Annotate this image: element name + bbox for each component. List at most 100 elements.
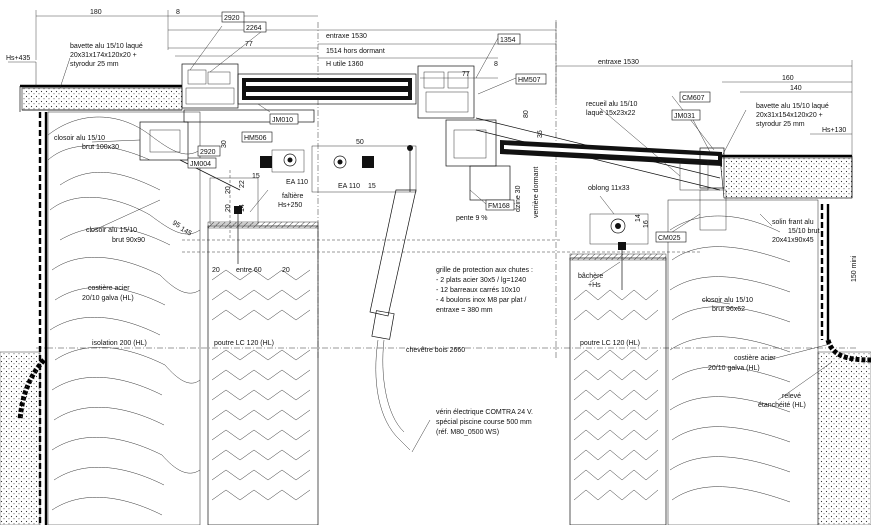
label-recueil: recueil alu 15/10 laqué 15x23x22: [586, 101, 637, 117]
tag-2920-top: 2920: [221, 11, 245, 23]
svg-text:JM031: JM031: [674, 113, 695, 120]
svg-text:recueil alu 15/10: recueil alu 15/10: [586, 101, 637, 108]
left-wall: [17, 111, 201, 525]
label-oblong: oblong 11x33: [588, 185, 630, 192]
label-costiere-left: costière acier 20/10 galva (HL): [82, 285, 134, 302]
left-beam: [207, 206, 319, 525]
top-dimension-lines: [8, 10, 853, 170]
svg-text:grille de protection aux chute: grille de protection aux chutes :: [436, 267, 533, 274]
svg-text:- 2 plats acier 30x5 / lg=1240: - 2 plats acier 30x5 / lg=1240: [436, 277, 526, 284]
svg-text:styrodur 25 mm: styrodur 25 mm: [70, 61, 119, 68]
label-poutre-left: poutre LC 120 (HL): [214, 340, 274, 347]
svg-text:entraxe = 380 mm: entraxe = 380 mm: [436, 307, 493, 314]
svg-text:styrodur 25 mm: styrodur 25 mm: [756, 121, 805, 128]
svg-text:bâchère: bâchère: [578, 273, 603, 280]
tag-1354: 1354: [497, 33, 521, 45]
svg-text:20x31x154x120x20 +: 20x31x154x120x20 +: [756, 112, 823, 119]
dim-30: 30: [221, 140, 228, 148]
label-verriere: verrière dormant: [533, 167, 540, 218]
label-releve: relevé étanchéité (HL): [758, 393, 806, 409]
svg-text:FM168: FM168: [488, 203, 510, 210]
dim-hors-dormant: 1514 hors dormant: [326, 48, 385, 55]
dim-77-mid: 77: [462, 71, 470, 78]
svg-text:+Hs: +Hs: [588, 282, 601, 289]
svg-text:étanchéité (HL): étanchéité (HL): [758, 402, 806, 409]
right-bavette: [719, 154, 853, 199]
dim-8-mid: 8: [494, 61, 498, 68]
tag-cm025: CM025: [655, 231, 687, 243]
dim-20c: 20: [212, 267, 220, 274]
label-bavette-right: bavette alu 15/10 laqué 20x31x154x120x20…: [756, 103, 829, 128]
dim-145: 145: [179, 226, 193, 238]
tag-hm506: HM506: [241, 131, 273, 143]
dim-hs130: Hs+130: [822, 127, 846, 134]
left-bavette: [19, 62, 183, 112]
left-glazing-panel: [237, 73, 417, 105]
svg-text:solin frant alu: solin frant alu: [772, 219, 814, 226]
label-dzine: dzine 30: [515, 185, 522, 212]
tag-hm507: HM507: [515, 73, 547, 85]
dim-35: 35: [537, 130, 544, 138]
svg-text:costière acier: costière acier: [734, 355, 776, 362]
label-verin: vérin électrique COMTRA 24 V. spécial pi…: [436, 409, 533, 436]
label-pente: pente 9 %: [456, 215, 488, 222]
dim-8-left: 8: [176, 9, 180, 16]
dim-entre60: entre 60: [236, 267, 262, 274]
svg-text:HM507: HM507: [518, 77, 541, 84]
dim-16-right: 16: [643, 220, 650, 228]
svg-text:spécial piscine course 500 mm: spécial piscine course 500 mm: [436, 419, 532, 426]
dim-hs435: Hs+435: [6, 55, 30, 62]
dim-ea110a: EA 110: [286, 179, 308, 186]
svg-text:CM607: CM607: [682, 95, 705, 102]
label-bavette-left: bavette alu 15/10 laqué 20x31x174x120x20…: [70, 43, 143, 68]
svg-text:- 4 boulons inox M8 par plat /: - 4 boulons inox M8 par plat /: [436, 297, 526, 304]
svg-text:closoir alu 15/10: closoir alu 15/10: [86, 227, 137, 234]
dim-20a: 20: [225, 186, 232, 194]
svg-text:1354: 1354: [500, 37, 516, 44]
svg-text:bavette alu 15/10 laqué: bavette alu 15/10 laqué: [70, 43, 143, 50]
svg-text:20/10 galva (HL): 20/10 galva (HL): [708, 365, 760, 372]
svg-text:HM506: HM506: [244, 135, 267, 142]
tag-jm004: JM004: [187, 157, 217, 169]
svg-text:bavette alu 15/10 laqué: bavette alu 15/10 laqué: [756, 103, 829, 110]
dim-15a: 15: [252, 173, 260, 180]
dim-20d: 20: [282, 267, 290, 274]
leader-lines: [59, 25, 833, 401]
svg-text:2264: 2264: [246, 25, 262, 32]
dim-h-utile: H utile 1360: [326, 61, 363, 68]
svg-text:20/10 galva (HL): 20/10 galva (HL): [82, 295, 134, 302]
svg-text:2920: 2920: [200, 149, 216, 156]
tag-2920-mid: 2920: [197, 145, 221, 157]
svg-text:brut 100x30: brut 100x30: [82, 144, 119, 151]
label-closoir-bottom: closoir alu 15/10 brut 90x90: [86, 227, 145, 244]
dim-50: 50: [356, 139, 364, 146]
dim-ea110b: EA 110: [338, 183, 360, 190]
svg-text:closoir alu 15/10: closoir alu 15/10: [702, 297, 753, 304]
svg-text:vérin électrique COMTRA 24 V.: vérin électrique COMTRA 24 V.: [436, 409, 533, 416]
label-chevetre: chevêtre bois 2660: [406, 347, 465, 354]
electric-actuator: [369, 145, 431, 453]
tag-fm168: FM168: [485, 199, 515, 211]
label-poutre-right: poutre LC 120 (HL): [580, 340, 640, 347]
dim-180-left: 180: [90, 9, 102, 16]
svg-text:brut 96x62: brut 96x62: [712, 306, 745, 313]
dim-140: 140: [790, 85, 802, 92]
dim-15b: 15: [368, 183, 376, 190]
label-solin: solin frant alu 15/10 brut 20x41x90x45: [772, 219, 820, 244]
right-glazing-panel: [500, 140, 727, 231]
svg-text:relevé: relevé: [782, 393, 801, 400]
svg-text:Hs+250: Hs+250: [278, 202, 302, 209]
svg-text:20x41x90x45: 20x41x90x45: [772, 237, 814, 244]
dim-22: 22: [239, 180, 246, 188]
svg-text:JM010: JM010: [272, 117, 293, 124]
dim-14-right: 14: [635, 214, 642, 222]
svg-text:CM025: CM025: [658, 235, 681, 242]
right-wall: [0, 199, 871, 525]
svg-text:20x31x174x120x20 +: 20x31x174x120x20 +: [70, 52, 137, 59]
tag-jm031: JM031: [671, 109, 701, 121]
svg-text:closoir alu 15/10: closoir alu 15/10: [54, 135, 105, 142]
svg-text:2920: 2920: [224, 15, 240, 22]
dim-77-left: 77: [245, 41, 253, 48]
dim-95: 95: [171, 220, 181, 230]
